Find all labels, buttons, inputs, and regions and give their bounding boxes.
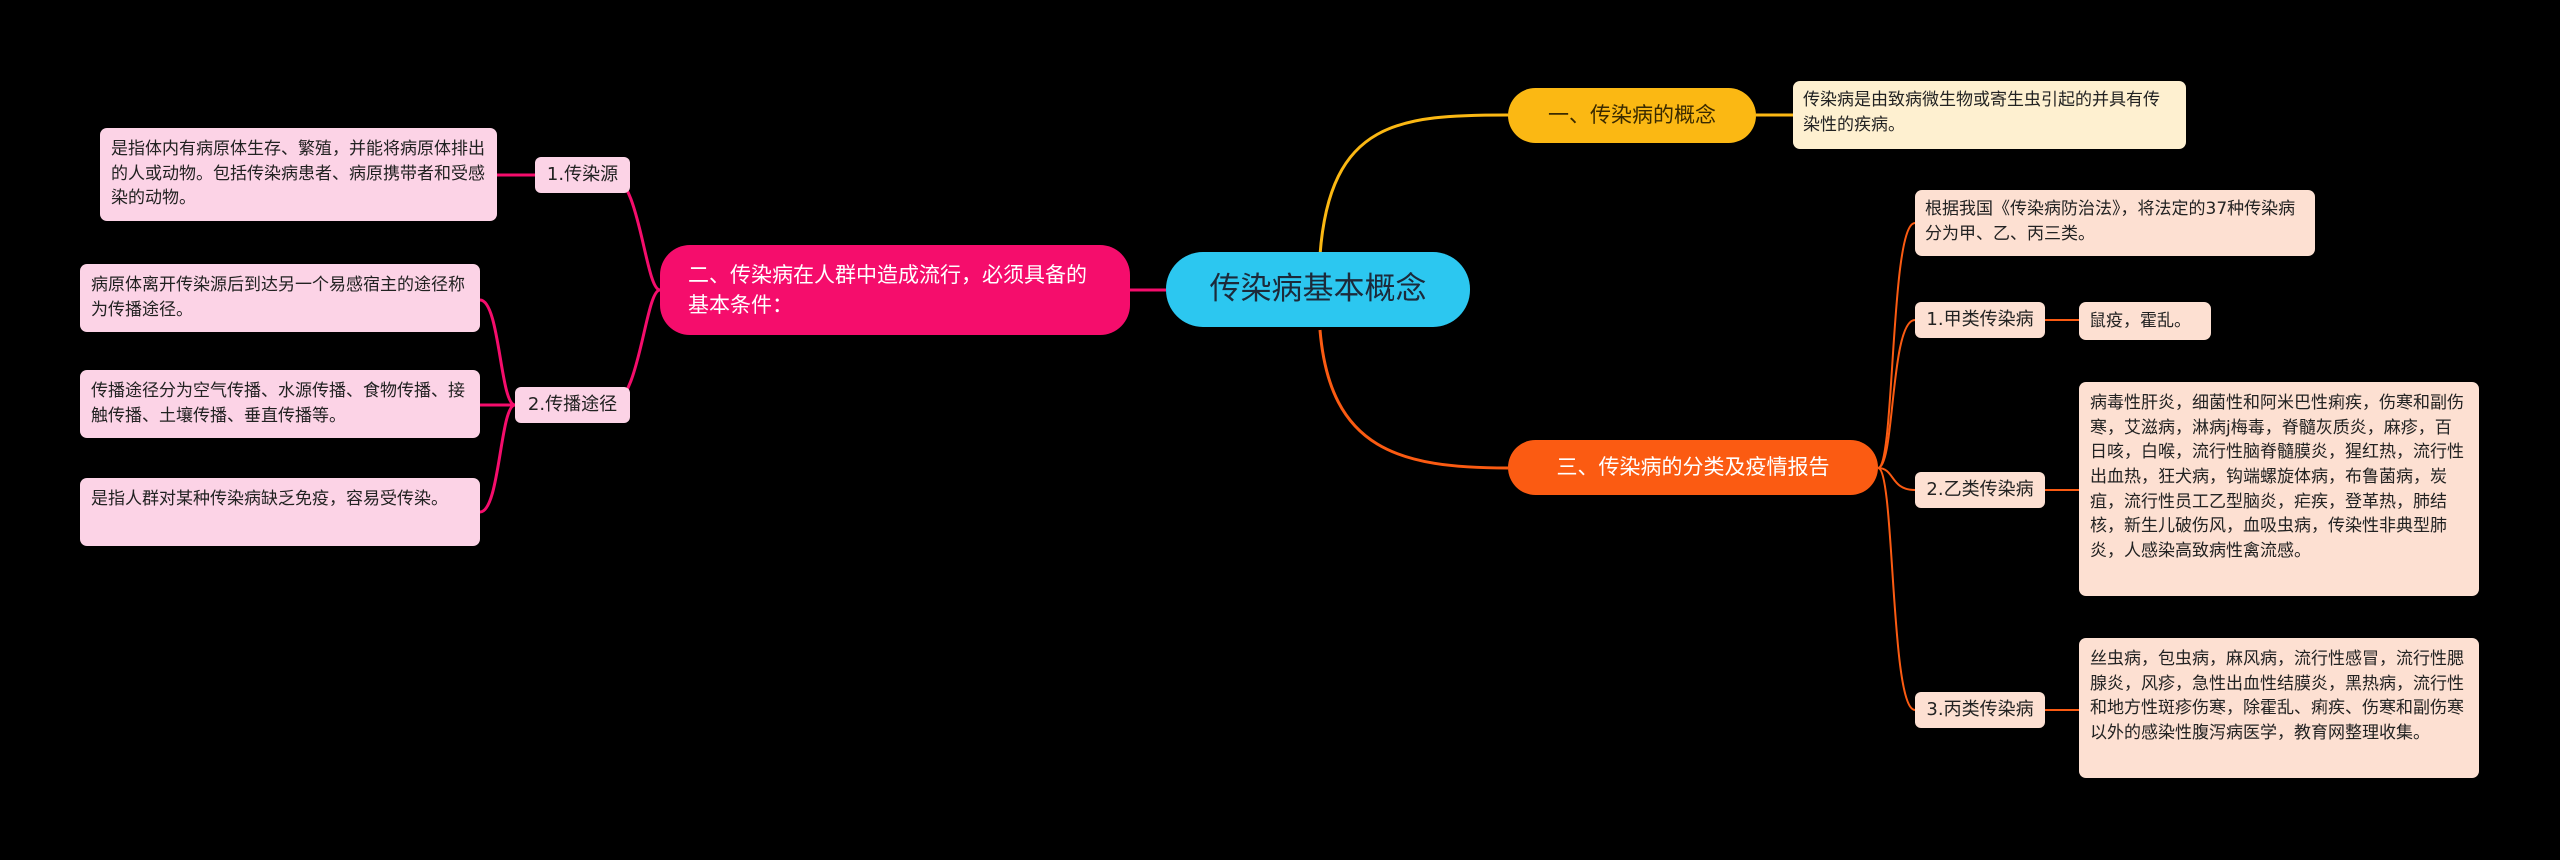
leaf-transmission-route-definition: 病原体离开传染源后到达另一个易感宿主的途径称为传播途径。: [80, 264, 480, 332]
branch-1-leaf-definition: 传染病是由致病微生物或寄生虫引起的并具有传染性的疾病。: [1793, 81, 2186, 149]
sub-item-class-c[interactable]: 3.丙类传染病: [1915, 692, 2045, 728]
connector-branch-3-sub-2: [1877, 467, 1916, 491]
sub-item-transmission-route[interactable]: 2.传播途径: [515, 387, 630, 423]
leaf-classification-intro: 根据我国《传染病防治法》，将法定的37种传染病分为甲、乙、丙三类。: [1915, 190, 2315, 256]
sub-item-infection-source[interactable]: 1.传染源: [535, 157, 630, 193]
leaf-transmission-route-types: 传播途径分为空气传播、水源传播、食物传播、接触传播、土壤传播、垂直传播等。: [80, 370, 480, 438]
leaf-susceptible-population: 是指人群对某种传染病缺乏免疫，容易受传染。: [80, 478, 480, 546]
leaf-infection-source-definition: 是指体内有病原体生存、繁殖，并能将病原体排出的人或动物。包括传染病患者、病原携带…: [100, 128, 497, 221]
sub-item-class-b[interactable]: 2.乙类传染病: [1915, 472, 2045, 508]
branch-2-conditions[interactable]: 二、传染病在人群中造成流行，必须具备的基本条件：: [660, 245, 1130, 335]
connector-root-branch-3: [1318, 329, 1509, 470]
connector-branch-3-sub-3: [1877, 467, 1916, 711]
branch-3-classification[interactable]: 三、传染病的分类及疫情报告: [1508, 440, 1878, 495]
connector-branch-3-sub-1: [1877, 319, 1916, 469]
leaf-class-b-diseases: 病毒性肝炎，细菌性和阿米巴性痢疾，伤寒和副伤寒，艾滋病，淋病j梅毒，脊髓灰质炎，…: [2079, 382, 2479, 596]
leaf-class-c-diseases: 丝虫病，包虫病，麻风病，流行性感冒，流行性腮腺炎，风疹，急性出血性结膜炎，黑热病…: [2079, 638, 2479, 778]
root-topic[interactable]: 传染病基本概念: [1166, 252, 1470, 327]
connector-sub-2-leaf-3: [479, 403, 516, 514]
connector-sub-2-leaf-1: [479, 298, 516, 407]
sub-item-class-a[interactable]: 1.甲类传染病: [1915, 302, 2045, 338]
connector-branch-3-intro: [1877, 222, 1916, 469]
leaf-class-a-diseases: 鼠疫，霍乱。: [2079, 302, 2211, 340]
connector-root-branch-1: [1318, 113, 1509, 256]
branch-1-concept[interactable]: 一、传染病的概念: [1508, 88, 1756, 143]
